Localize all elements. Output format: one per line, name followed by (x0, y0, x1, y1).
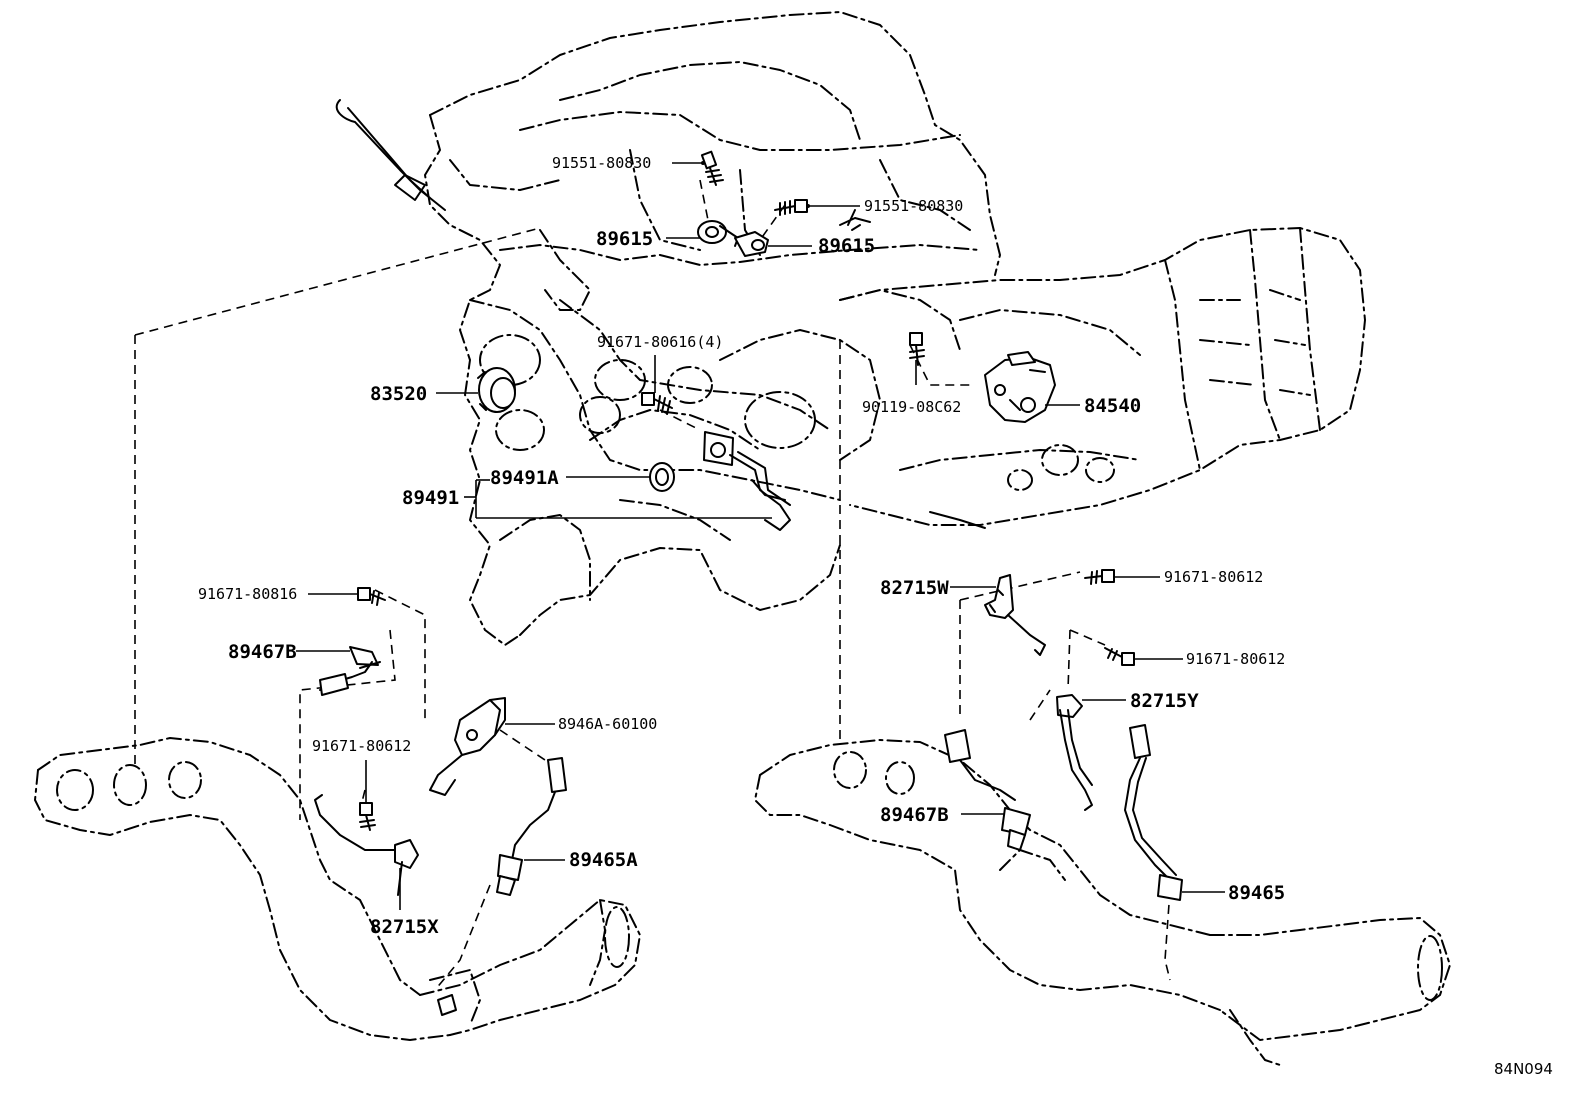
bracket-82715X-icon[interactable] (314, 794, 419, 896)
bolt-91671-80612-upper-icon[interactable] (1084, 569, 1115, 585)
bolt-91671-80612-lower-icon[interactable] (1104, 647, 1135, 666)
routing-dashes (134, 179, 1171, 991)
label-89467B-right: 89467B (880, 804, 949, 826)
right-exhaust-outline (754, 739, 1451, 1066)
label-91551-80830-upper: 91551-80830 (552, 154, 651, 172)
label-91671-80616-4: 91671-80616(4) (597, 333, 723, 351)
knock-sensor-left-icon[interactable] (697, 220, 739, 247)
label-8946A-60100: 8946A-60100 (558, 715, 657, 733)
label-90119-08C62: 90119-08C62 (862, 398, 961, 416)
bracket-82715Y-icon[interactable] (1056, 694, 1093, 811)
diagram-code: 84N094 (1494, 1060, 1553, 1078)
label-89465: 89465 (1228, 882, 1285, 904)
label-91671-80612-upper: 91671-80612 (1164, 568, 1263, 586)
left-flange-icon (437, 994, 457, 1016)
label-82715W: 82715W (880, 577, 949, 599)
label-91551-80830-right: 91551-80830 (864, 197, 963, 215)
transmission-outline (839, 227, 1366, 529)
label-82715X: 82715X (370, 916, 439, 938)
label-89491: 89491 (402, 487, 459, 509)
label-91671-80612-lower: 91671-80612 (1186, 650, 1285, 668)
bolt-91671-80612-left-icon[interactable] (359, 802, 376, 831)
engine-outline (335, 11, 1001, 646)
oil-pressure-switch-icon[interactable] (477, 367, 516, 413)
label-89491A: 89491A (490, 467, 559, 489)
label-89615-left: 89615 (596, 228, 653, 250)
bolt-90119-icon[interactable] (909, 332, 925, 366)
label-89467B-left: 89467B (228, 641, 297, 663)
left-exhaust-outline (34, 737, 641, 1041)
clip-icon (839, 209, 871, 231)
bracket-8946A-icon[interactable] (429, 697, 506, 796)
oxygen-sensor-89467B-left-icon[interactable] (319, 646, 381, 696)
bolt-91551-right-icon[interactable] (774, 199, 808, 216)
bolt-91671-80816-icon[interactable] (357, 587, 386, 606)
knock-sensor-right-icon[interactable] (734, 231, 769, 257)
bracket-82715W-icon[interactable] (984, 574, 1046, 656)
label-91671-80816: 91671-80816 (198, 585, 297, 603)
o-ring-89491A-icon[interactable] (649, 462, 675, 492)
label-84540: 84540 (1084, 395, 1141, 417)
neutral-switch-84540-icon[interactable] (984, 351, 1056, 423)
label-89465A: 89465A (569, 849, 638, 871)
oxygen-sensor-89465A-icon[interactable] (496, 757, 567, 896)
label-89615-right: 89615 (818, 235, 875, 257)
bolt-91671-80616-icon[interactable] (641, 392, 673, 415)
label-91671-80612-left: 91671-80612 (312, 737, 411, 755)
label-83520: 83520 (370, 383, 427, 405)
crank-position-sensor-icon[interactable] (703, 431, 791, 531)
label-82715Y: 82715Y (1130, 690, 1199, 712)
oxygen-sensor-89465-icon[interactable] (1124, 724, 1183, 901)
oxygen-sensor-89467B-right-icon[interactable] (944, 729, 1031, 851)
bolt-91551-upper-icon[interactable] (700, 150, 724, 186)
leader-lines (296, 161, 1225, 910)
